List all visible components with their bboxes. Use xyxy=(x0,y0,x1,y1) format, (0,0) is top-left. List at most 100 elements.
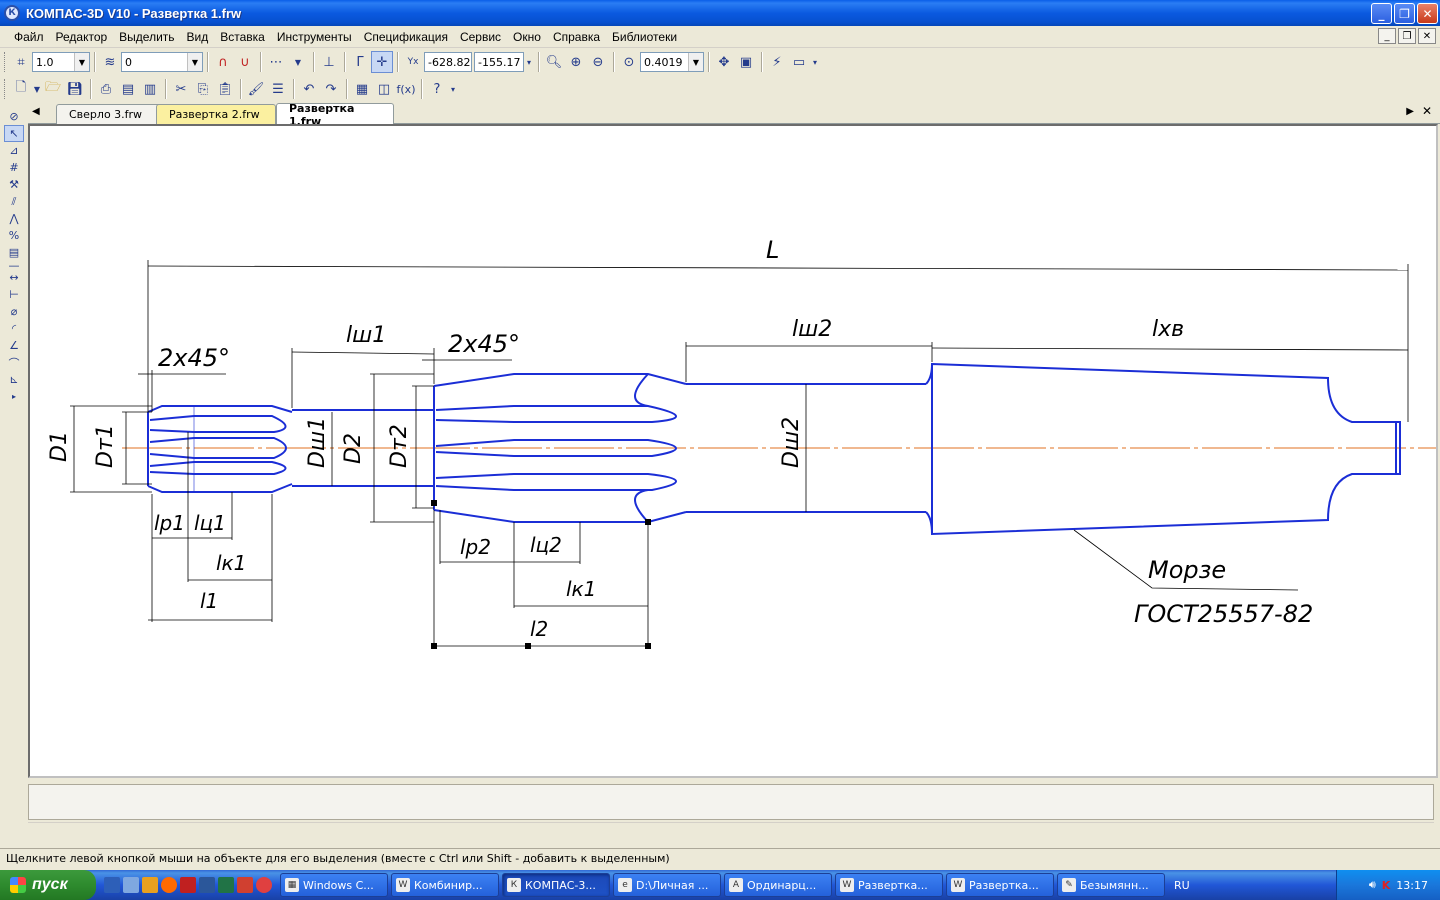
arc-dim-icon[interactable]: ⌒ xyxy=(8,356,20,370)
variables-icon[interactable]: f(x) xyxy=(396,82,416,96)
menu-insert[interactable]: Вставка xyxy=(220,29,265,44)
round-icon[interactable]: Γ xyxy=(356,54,364,70)
restore-button[interactable]: ❐ xyxy=(1394,3,1415,24)
doc-minimize-button[interactable]: _ xyxy=(1378,28,1396,44)
firefox-icon[interactable] xyxy=(161,877,177,893)
pan-icon[interactable]: ✥ xyxy=(718,54,730,70)
redo-icon[interactable]: ↷ xyxy=(325,81,337,97)
tab-razvertka-2[interactable]: Развертка 2.frw xyxy=(156,104,276,124)
cursor-icon[interactable]: ✛ xyxy=(371,51,393,73)
open-folder-icon[interactable]: 🗁 xyxy=(44,80,62,95)
chevron-down-icon[interactable]: ▼ xyxy=(187,53,202,71)
print-icon[interactable]: ⎙ xyxy=(100,81,112,97)
menu-view[interactable]: Вид xyxy=(186,29,209,44)
excel-icon[interactable] xyxy=(218,877,234,893)
menu-specification[interactable]: Спецификация xyxy=(363,29,448,44)
ortho-icon[interactable]: ⊥ xyxy=(323,54,335,70)
library-icon[interactable]: ◫ xyxy=(377,81,391,97)
drawing-canvas[interactable]: L 2x45° 2x45° lш1 lш2 lхв D1 Dт1 Dш1 D2 … xyxy=(28,124,1438,778)
undo-icon[interactable]: ↶ xyxy=(303,81,315,97)
new-dropdown-icon[interactable]: ▼ xyxy=(33,84,41,94)
menu-window[interactable]: Окно xyxy=(513,29,541,44)
diameter-dim-icon[interactable]: ⌀ xyxy=(10,305,18,318)
cut-icon[interactable]: ✂ xyxy=(175,81,187,97)
show-all-icon[interactable]: ▣ xyxy=(739,54,753,70)
menu-libraries[interactable]: Библиотеки xyxy=(612,29,678,44)
minimize-button[interactable]: _ xyxy=(1371,3,1392,24)
word-icon[interactable] xyxy=(199,877,215,893)
quicklaunch-icon[interactable] xyxy=(142,877,158,893)
quicklaunch-icon[interactable] xyxy=(180,877,196,893)
copy-icon[interactable]: ⎘ xyxy=(197,81,209,97)
quicklaunch-icon[interactable] xyxy=(256,877,272,893)
properties-icon[interactable]: ☰ xyxy=(272,81,284,97)
select-pointer-icon[interactable]: ↖ xyxy=(4,125,24,142)
format-brush-icon[interactable]: 🖌︎ xyxy=(247,81,265,97)
collapse-arrow-icon[interactable]: ▸ xyxy=(11,392,16,401)
save-icon[interactable]: 💾︎ xyxy=(66,81,84,97)
antivirus-icon[interactable]: K xyxy=(1381,878,1391,892)
doc-restore-button[interactable]: ❐ xyxy=(1398,28,1416,44)
speaker-icon[interactable]: 🔊︎ xyxy=(1368,878,1376,891)
language-indicator[interactable]: RU xyxy=(1174,878,1190,892)
line-style-combo[interactable]: 1.0 ▼ xyxy=(32,52,90,72)
menu-select[interactable]: Выделить xyxy=(119,29,175,44)
tab-sverlo-3[interactable]: Сверло 3.frw xyxy=(56,104,166,124)
quicklaunch-icon[interactable] xyxy=(123,877,139,893)
tab-razvertka-1[interactable]: Развертка 1.frw xyxy=(276,102,394,128)
doc-close-button[interactable]: ✕ xyxy=(1418,28,1436,44)
zoom-out-icon[interactable]: ⊖ xyxy=(592,54,604,70)
edit-icon[interactable]: ⚒ xyxy=(9,178,19,191)
toolbar-overflow-icon[interactable]: ▾ xyxy=(526,57,531,67)
quicklaunch-icon[interactable] xyxy=(104,877,120,893)
quicklaunch-icon[interactable] xyxy=(237,877,253,893)
grid-icon[interactable]: ⋯ xyxy=(269,54,283,70)
task-windows-commander[interactable]: ▦Windows C... xyxy=(280,873,388,897)
dimensions-icon[interactable]: ⊿ xyxy=(9,144,19,157)
coord-x-field[interactable]: -628.82 xyxy=(424,52,472,72)
geometry-icon[interactable]: ⊘ xyxy=(9,110,19,123)
toolbar-overflow-icon[interactable]: ▾ xyxy=(812,57,817,67)
preview-icon[interactable]: ▤ xyxy=(121,81,135,97)
zoom-in-icon[interactable]: ⊕ xyxy=(570,54,582,70)
zoom-window-icon[interactable]: 🔍︎ xyxy=(545,54,563,70)
radius-dim-icon[interactable]: ◜ xyxy=(11,322,17,335)
zoom-scale-icon[interactable]: ⊙ xyxy=(623,54,635,70)
display-icon[interactable]: ▭ xyxy=(792,54,806,70)
snap-magnet-icon[interactable]: ∩ xyxy=(218,54,228,70)
menu-help[interactable]: Справка xyxy=(552,29,601,44)
menu-file[interactable]: Файл xyxy=(14,29,44,44)
menu-editor[interactable]: Редактор xyxy=(55,29,108,44)
snap-off-icon[interactable]: ∪ xyxy=(240,54,250,70)
help-pointer-icon[interactable]: ? xyxy=(433,81,441,97)
tab-scroll-right-icon[interactable]: ▶ xyxy=(1406,106,1414,117)
refresh-icon[interactable]: ⚡ xyxy=(772,54,782,70)
paste-icon[interactable]: 📋︎ xyxy=(216,81,234,97)
menu-tools[interactable]: Инструменты xyxy=(276,29,352,44)
tab-scroll-left-icon[interactable]: ◀ xyxy=(32,106,40,117)
menu-service[interactable]: Сервис xyxy=(459,29,502,44)
grid-dropdown-icon[interactable]: ▼ xyxy=(294,57,302,67)
start-button[interactable]: пуск xyxy=(0,870,96,900)
dim-width-icon[interactable]: ⊢ xyxy=(9,288,19,301)
measure-icon[interactable]: ⋀ xyxy=(9,212,19,225)
close-button[interactable]: ✕ xyxy=(1417,3,1438,24)
chevron-down-icon[interactable]: ▼ xyxy=(688,53,703,71)
coord-y-field[interactable]: -155.17 xyxy=(474,52,524,72)
zoom-combo[interactable]: 0.4019 ▼ xyxy=(640,52,704,72)
toolbar-overflow-icon[interactable]: ▾ xyxy=(450,84,455,94)
manager-icon[interactable]: ▦ xyxy=(355,81,369,97)
layers-icon[interactable]: ≋ xyxy=(104,54,116,70)
angle-dim-icon[interactable]: ∠ xyxy=(9,339,19,352)
local-cs-icon[interactable]: ⌗ xyxy=(17,54,25,70)
linear-dim-icon[interactable]: ↔ xyxy=(9,271,19,284)
layer-combo[interactable]: 0 ▼ xyxy=(121,52,203,72)
tab-close-icon[interactable]: ✕ xyxy=(1421,104,1432,118)
selection-icon[interactable]: % xyxy=(8,229,20,242)
drawing-svg[interactable]: L 2x45° 2x45° lш1 lш2 lхв D1 Dт1 Dш1 D2 … xyxy=(30,126,1436,776)
